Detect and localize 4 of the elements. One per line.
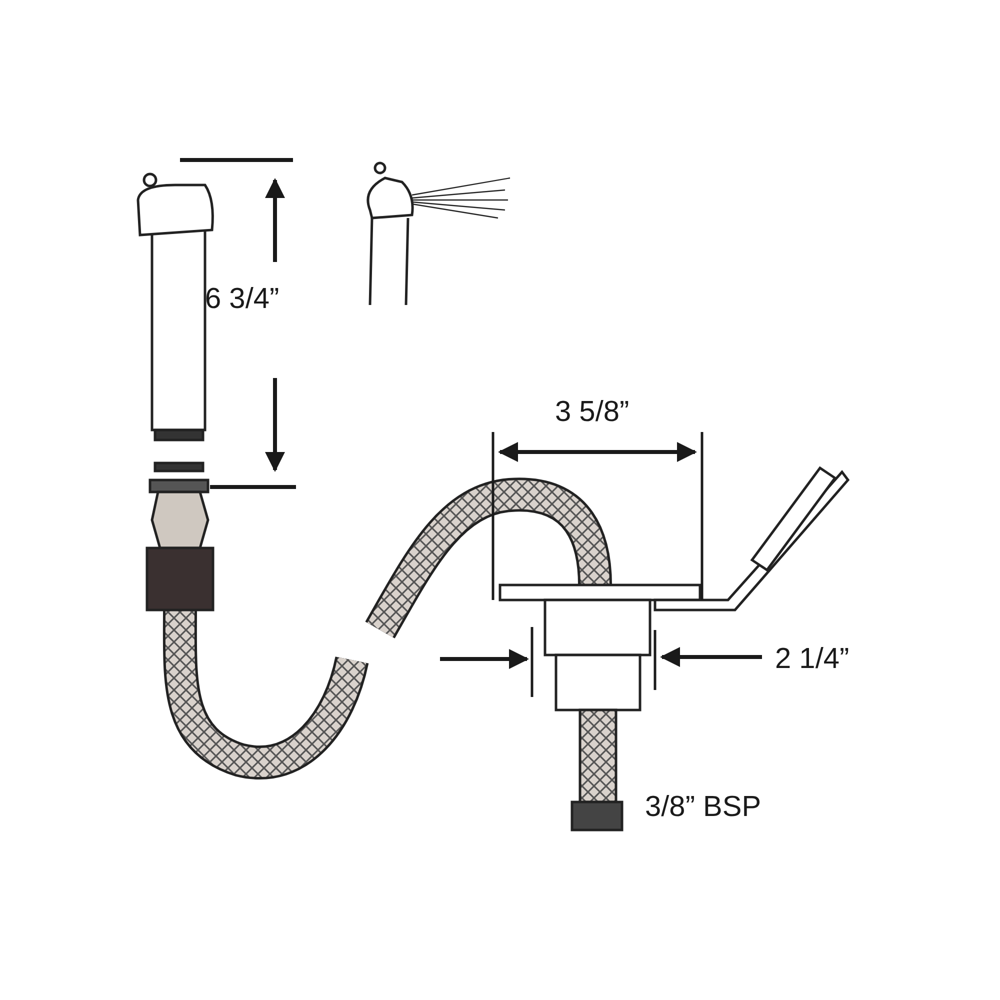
dimension-label: 6 3/4” (205, 285, 280, 314)
thread-size-label: 3/8” BSP (645, 793, 762, 822)
dimension-label: 3 5/8” (555, 398, 630, 427)
dimension-label: 2 1/4” (775, 645, 850, 674)
